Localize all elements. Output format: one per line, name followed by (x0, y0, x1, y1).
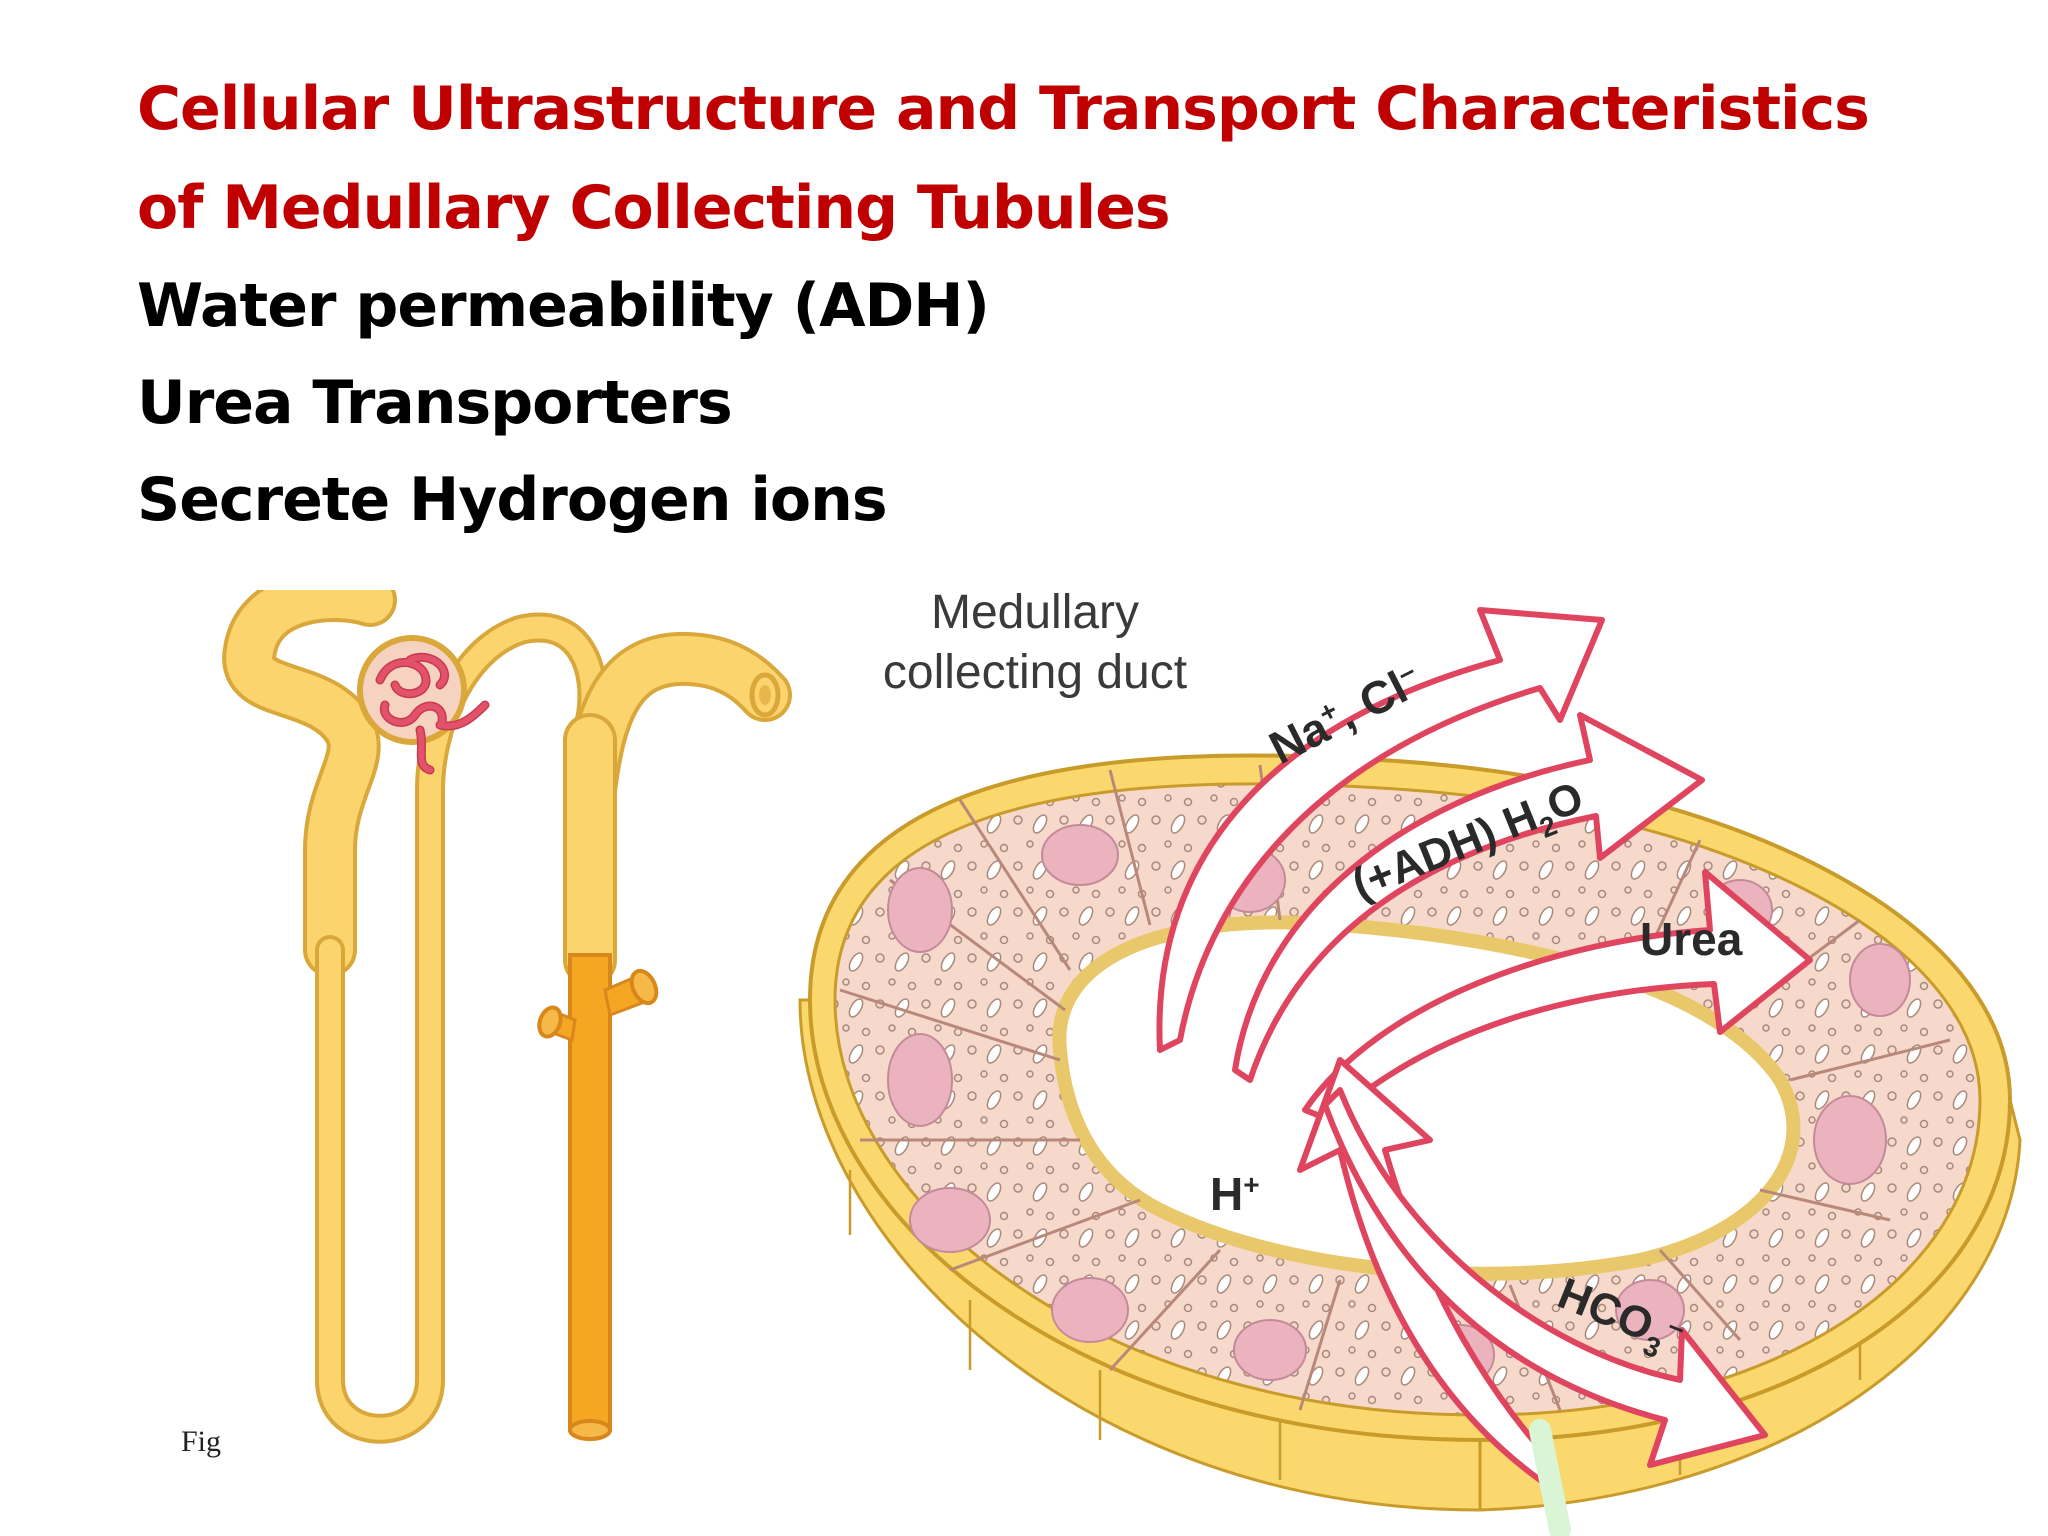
bullet-list: Water permeability (ADH) Urea Transporte… (137, 258, 990, 549)
collecting-duct-tube (537, 953, 659, 1441)
nephron-illustration (222, 590, 792, 1444)
collecting-duct-diagram: Medullary collecting duct (798, 586, 2022, 1536)
watermark-stroke (1529, 1419, 1571, 1536)
bullet-water-permeability: Water permeability (ADH) (137, 271, 990, 341)
urea-label: Urea (1640, 913, 1743, 965)
glomerulus (357, 635, 490, 775)
bullet-urea-transporters: Urea Transporters (137, 368, 733, 438)
hplus-label: H+ (1210, 1168, 1260, 1220)
urea-arrow (1302, 869, 1813, 1123)
duct-lumen (1052, 915, 1801, 1281)
slide-title: Cellular Ultrastructure and Transport Ch… (137, 74, 1870, 243)
hco3-arrow (1322, 1087, 1768, 1468)
water-arrow (1232, 712, 1705, 1083)
duct-label-line2: collecting duct (883, 646, 1187, 699)
nacl-arrow (1156, 607, 1605, 1053)
transport-arrows (1156, 607, 1813, 1483)
figure-caption: Fig (181, 1425, 222, 1458)
nephron-tubule (222, 590, 792, 1444)
bullet-secrete-hydrogen: Secrete Hydrogen ions (137, 465, 888, 535)
cell-nuclei (887, 824, 1911, 1386)
duct-label-line1: Medullary (931, 586, 1139, 639)
